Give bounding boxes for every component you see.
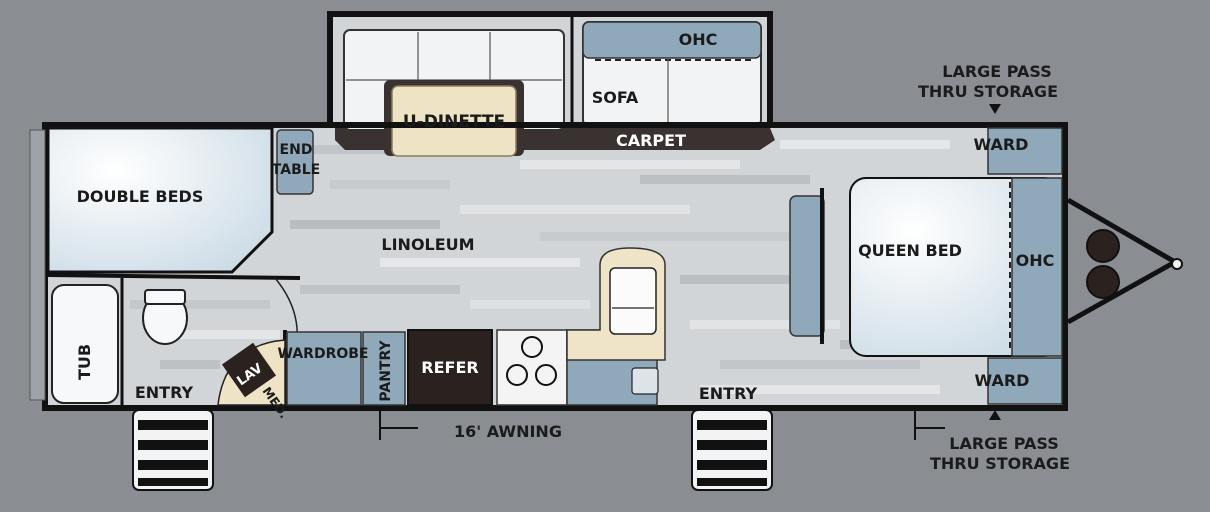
label-wardrobe: WARDROBE — [278, 346, 369, 362]
label-pantry: PANTRY — [378, 340, 394, 402]
ward-top-cabinet — [987, 127, 1063, 175]
label-tub: TUB — [75, 344, 94, 380]
label-double-beds: DOUBLE BEDS — [77, 187, 204, 206]
label-ward-bottom: WARD — [975, 371, 1030, 390]
slide-out-wall — [327, 11, 773, 125]
wardrobe-cabinet — [286, 331, 362, 406]
label-u-dinette: U-DINETTE — [403, 112, 505, 132]
label-ohc-top: OHC — [679, 30, 718, 49]
pass-thru-arrow-down-icon — [989, 104, 1001, 114]
label-entry-left: ENTRY — [135, 383, 194, 402]
refrigerator — [407, 329, 493, 406]
entry-steps-right — [691, 409, 773, 491]
label-pass-thru-top-2: THRU STORAGE — [918, 82, 1058, 101]
label-queen-bed: QUEEN BED — [858, 241, 962, 260]
ward-bottom-cabinet — [987, 357, 1063, 405]
ohc-top-cabinet — [582, 21, 762, 59]
ohc-right-cabinet — [1011, 177, 1063, 357]
label-pass-thru-bottom-2: THRU STORAGE — [930, 454, 1070, 473]
label-refer: REFER — [421, 358, 478, 377]
rear-bumper — [29, 129, 46, 401]
label-pass-thru-top-1: LARGE PASS — [942, 62, 1052, 81]
tub — [51, 284, 119, 404]
kitchen-sink — [609, 267, 657, 335]
lav-sink — [221, 342, 277, 398]
dinette-table — [391, 85, 517, 157]
hitch — [1066, 197, 1183, 325]
entry-steps-left — [132, 409, 214, 491]
label-entry-right: ENTRY — [699, 384, 758, 403]
end-table — [276, 129, 314, 195]
pass-thru-arrow-up-icon — [989, 410, 1001, 420]
label-ohc-right: OHC — [1016, 251, 1055, 270]
label-end-table-2: TABLE — [272, 162, 320, 178]
awning-brackets — [379, 410, 945, 440]
label-pass-thru-bottom-1: LARGE PASS — [949, 434, 1059, 453]
labels: U-DINETTE SOFA OHC CARPET END TABLE DOUB… — [75, 30, 1070, 473]
label-awning: 16' AWNING — [454, 422, 562, 441]
bench-seat — [789, 195, 825, 337]
stove-burners-icon — [506, 336, 557, 386]
label-sofa: SOFA — [592, 88, 639, 107]
double-beds — [46, 126, 274, 274]
label-carpet: CARPET — [616, 131, 686, 150]
microwave-icon — [631, 367, 659, 395]
label-end-table-1: END — [280, 142, 313, 158]
linoleum-planks — [130, 140, 960, 394]
pantry-cabinet — [362, 331, 406, 406]
label-linoleum: LINOLEUM — [381, 235, 474, 254]
label-ward-top: WARD — [974, 135, 1029, 154]
